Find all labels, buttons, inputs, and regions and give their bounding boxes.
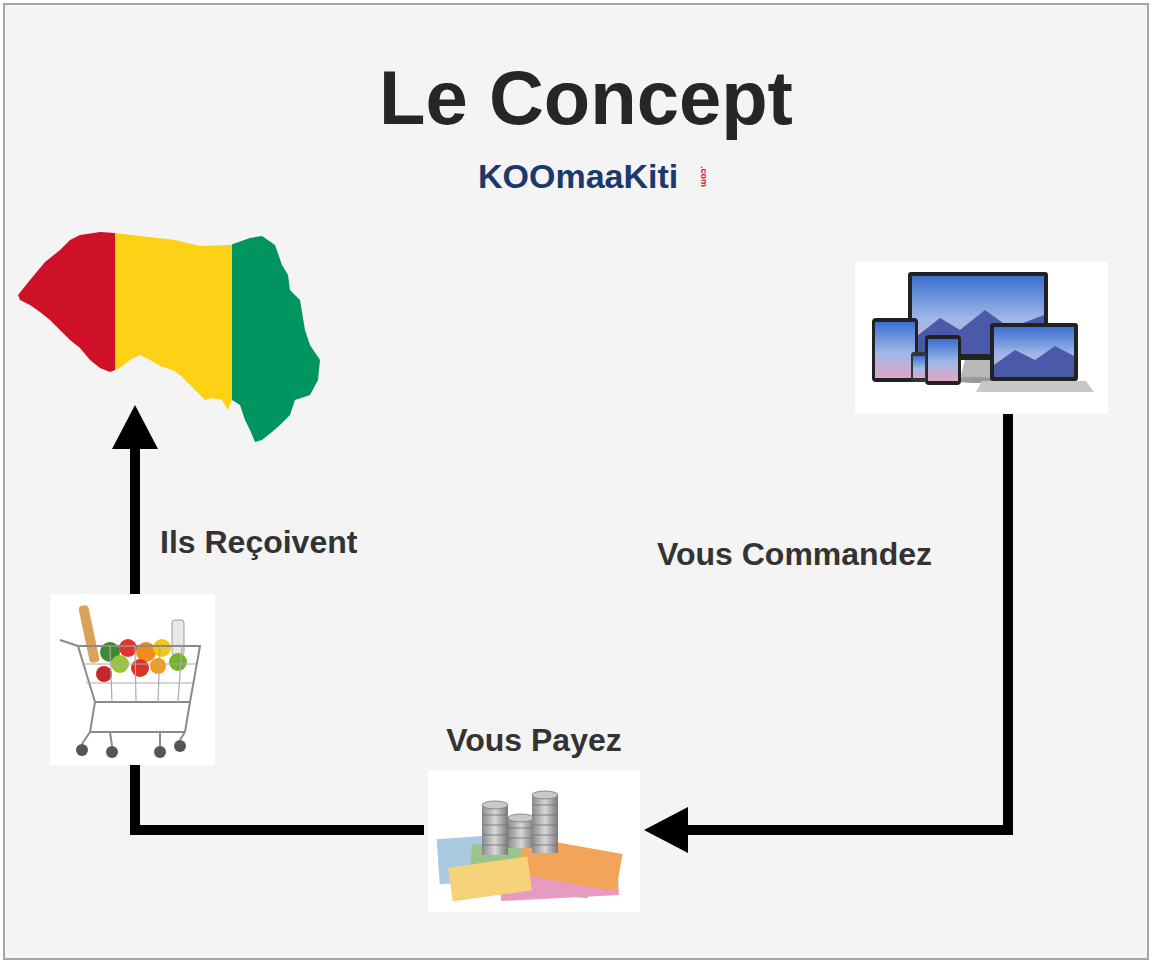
devices-picture <box>994 327 1074 377</box>
map-node <box>18 230 322 405</box>
money-node: Vous Payez <box>424 724 644 912</box>
flow-arrow <box>130 449 140 594</box>
money-picture <box>532 791 558 799</box>
node-heading: Vous Payez <box>424 724 644 756</box>
devices-picture <box>855 262 1108 414</box>
cart-picture <box>119 639 137 657</box>
devices-picture <box>925 335 961 385</box>
logo-word: KOOmaaKiti <box>478 159 678 193</box>
cart-picture <box>78 646 200 702</box>
guinea-map <box>232 225 327 450</box>
logo-suffix: .com <box>699 166 708 187</box>
devices-picture <box>855 262 1108 414</box>
money-picture <box>508 814 534 822</box>
devices-picture <box>976 381 1094 392</box>
money-picture <box>428 770 640 912</box>
money-picture <box>508 818 534 848</box>
devices-picture <box>990 323 1078 381</box>
flow-arrow <box>688 414 1008 830</box>
cart-picture <box>76 744 88 756</box>
cart-picture <box>96 666 112 682</box>
cart-picture <box>82 732 185 746</box>
devices-picture <box>960 360 995 378</box>
title: Le Concept <box>20 60 1152 136</box>
cart-node <box>50 594 215 765</box>
money-picture <box>532 795 558 853</box>
flow-label: Ils Reçoivent <box>160 526 357 558</box>
cart-picture <box>82 646 196 702</box>
cart-picture <box>50 594 215 765</box>
devices-picture <box>875 322 915 378</box>
devices-node <box>855 262 1108 414</box>
devices-picture <box>928 339 958 381</box>
money-picture <box>482 805 508 855</box>
cart-picture <box>154 746 166 758</box>
guinea-map <box>115 225 232 450</box>
devices-picture <box>913 356 925 378</box>
flow-label: Vous Commandez <box>657 538 932 570</box>
money-picture <box>448 857 532 902</box>
cart-picture <box>169 653 187 671</box>
devices-picture <box>994 346 1074 377</box>
money-picture <box>428 770 640 912</box>
flow-arrow <box>135 765 424 830</box>
cart-picture <box>106 746 118 758</box>
cart-picture <box>153 639 171 657</box>
guinea-map <box>10 225 327 450</box>
cart-picture <box>60 640 190 732</box>
money-picture <box>482 801 508 809</box>
cart-picture <box>174 740 186 752</box>
guinea-map <box>10 225 115 450</box>
cart-picture <box>50 594 215 765</box>
cart-picture <box>150 658 166 674</box>
cart-picture <box>131 659 149 677</box>
devices-picture <box>911 352 927 382</box>
money-picture <box>482 805 558 845</box>
